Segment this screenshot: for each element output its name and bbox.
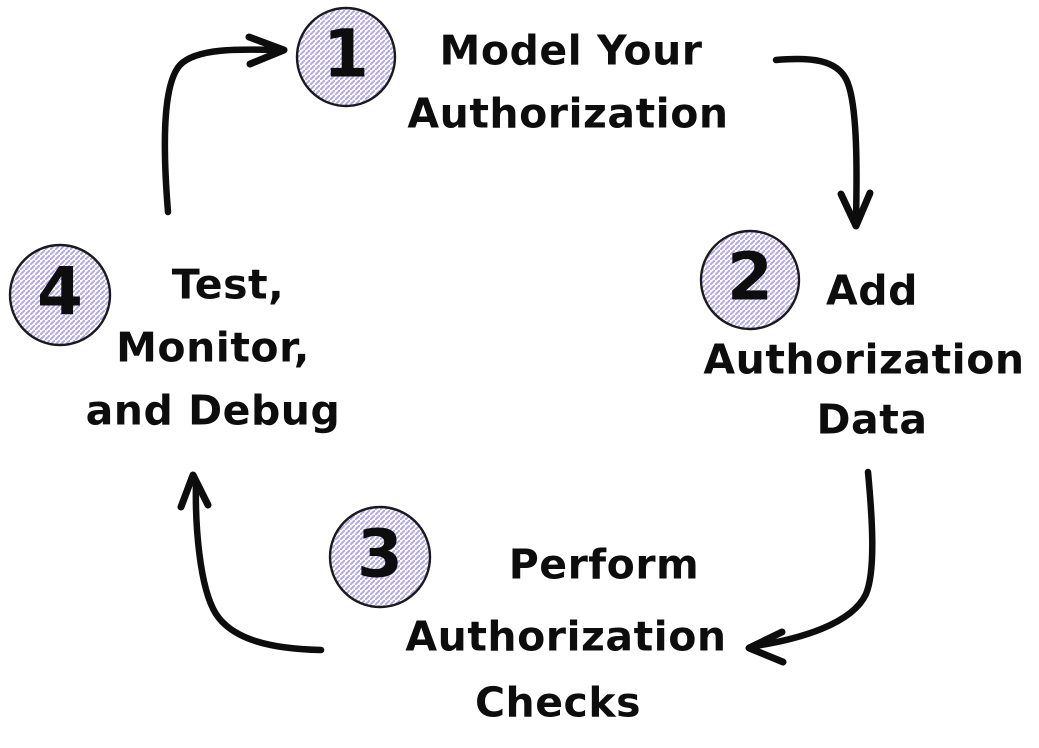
step-3-number: 3 [357, 515, 403, 593]
arrow-3-to-4-head [177, 471, 212, 511]
step-2-number: 2 [727, 238, 773, 316]
arrow-2-to-3-head [745, 628, 787, 666]
step-1-label-line-2: Authorization [407, 89, 729, 138]
step-1-label-line-1: Model Your [439, 26, 703, 75]
step-4-label-line-2: Monitor, [116, 323, 310, 372]
step-4-label-line-3: and Debug [85, 386, 341, 435]
step-4-label-line-1: Test, [171, 260, 285, 309]
step-3-circle [328, 505, 432, 609]
step-3-label-line-1: Perform [508, 540, 700, 589]
step-2-label-line-2: Authorization [703, 335, 1025, 384]
step-1-circle [295, 6, 397, 108]
step-1-number: 1 [323, 15, 369, 93]
arrow-1-to-2-shaft [772, 55, 860, 224]
arrow-3-to-4-shaft [192, 478, 325, 654]
arrow-4-to-1-shaft [161, 46, 280, 216]
step-3-label-line-2: Authorization [405, 612, 727, 661]
step-3-label-line-3: Checks [474, 678, 642, 727]
arrow-1-to-2-head [837, 189, 874, 230]
step-2-circle [699, 229, 801, 331]
step-2-label-line-1: Add [826, 266, 918, 315]
arrow-4-to-1-head [245, 33, 288, 68]
step-4-number: 4 [37, 253, 83, 331]
step-2-label-line-3: Data [816, 395, 928, 444]
step-4-circle [8, 243, 112, 347]
arrow-2-to-3-shaft [751, 468, 876, 650]
